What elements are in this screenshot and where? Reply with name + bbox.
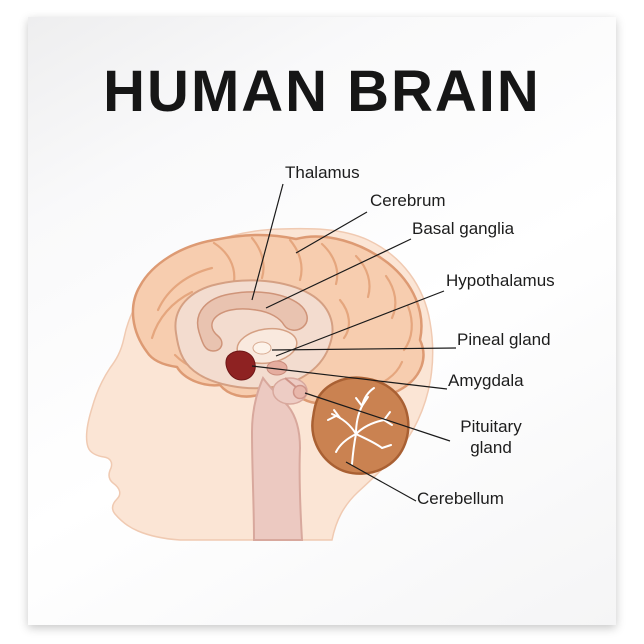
cerebrum-line bbox=[295, 211, 368, 254]
arbor-vitae bbox=[327, 387, 393, 465]
label-cerebrum: Cerebrum bbox=[370, 191, 446, 210]
pineal-gland-line bbox=[271, 347, 457, 351]
leader-lines bbox=[251, 183, 457, 502]
label-thalamus: Thalamus bbox=[285, 163, 360, 182]
pineal-gland-shape bbox=[252, 341, 272, 355]
label-amygdala: Amygdala bbox=[448, 371, 524, 390]
label-basal-ganglia: Basal ganglia bbox=[412, 219, 515, 238]
pituitary-gland-shape bbox=[292, 384, 308, 400]
cerebellum-shape bbox=[311, 376, 410, 475]
cerebellum-line bbox=[345, 461, 417, 502]
corpus-callosum bbox=[196, 291, 308, 352]
label-cerebellum: Cerebellum bbox=[417, 489, 504, 508]
label-hypothalamus: Hypothalamus bbox=[446, 271, 555, 290]
label-pituitary-gland: Pituitary gland bbox=[460, 417, 522, 458]
pituitary-stalk bbox=[284, 377, 298, 389]
hypothalamus-line bbox=[275, 290, 445, 357]
thalamus-line bbox=[251, 183, 284, 301]
pituitary-gland-line bbox=[304, 392, 451, 442]
label-pineal-gland: Pineal gland bbox=[457, 330, 551, 349]
brainstem-shape bbox=[250, 375, 304, 541]
amygdala-shape bbox=[225, 350, 256, 381]
amygdala-line bbox=[251, 365, 448, 390]
page-title: HUMAN BRAIN bbox=[103, 59, 541, 124]
basal-ganglia-line bbox=[265, 238, 412, 309]
